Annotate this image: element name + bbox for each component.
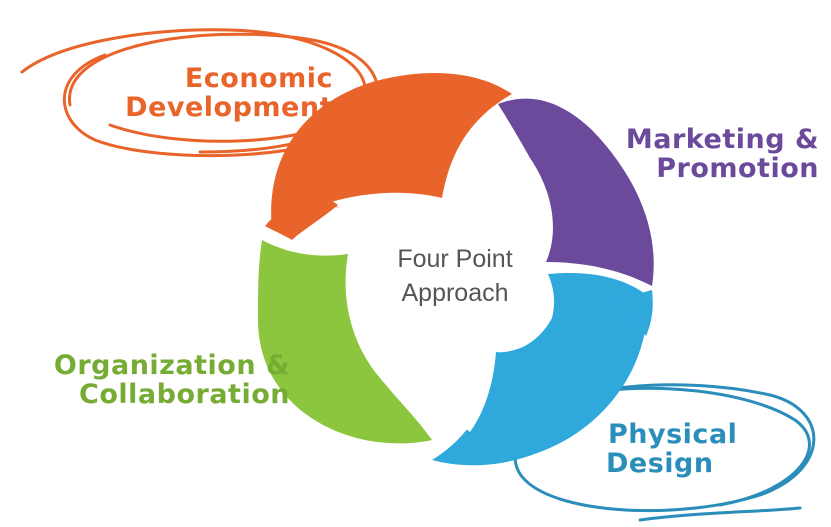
center-title: Four Point Approach [360,242,550,310]
marketing-line1: Marketing & [625,124,819,155]
center-line1: Four Point [397,245,513,273]
organization-collaboration-label: Organization & Collaboration [46,351,290,409]
physical-circle-annotation [513,383,816,522]
physical-line2: Design [606,448,714,479]
organization-segment-tail [368,392,412,442]
physical-design-label: Physical Design [606,419,738,479]
marketing-promotion-label: Marketing & Promotion [624,125,819,183]
economic-development-label: Economic Development [118,64,333,122]
marketing-segment-tail [520,106,568,150]
inner-gap [340,199,548,432]
economic-line2: Development [125,92,333,123]
economic-line1: Economic [184,63,333,94]
economic-segment [271,72,512,230]
organization-segment [258,240,432,444]
economic-segment-tail [265,197,338,240]
organization-line1: Organization & [53,350,290,381]
marketing-line2: Promotion [656,153,819,184]
marketing-segment [498,98,654,286]
physical-segment [432,272,649,466]
physical-segment-tail [612,290,653,336]
physical-line1: Physical [608,419,738,450]
organization-line2: Collaboration [79,379,290,410]
center-line2: Approach [401,279,509,307]
